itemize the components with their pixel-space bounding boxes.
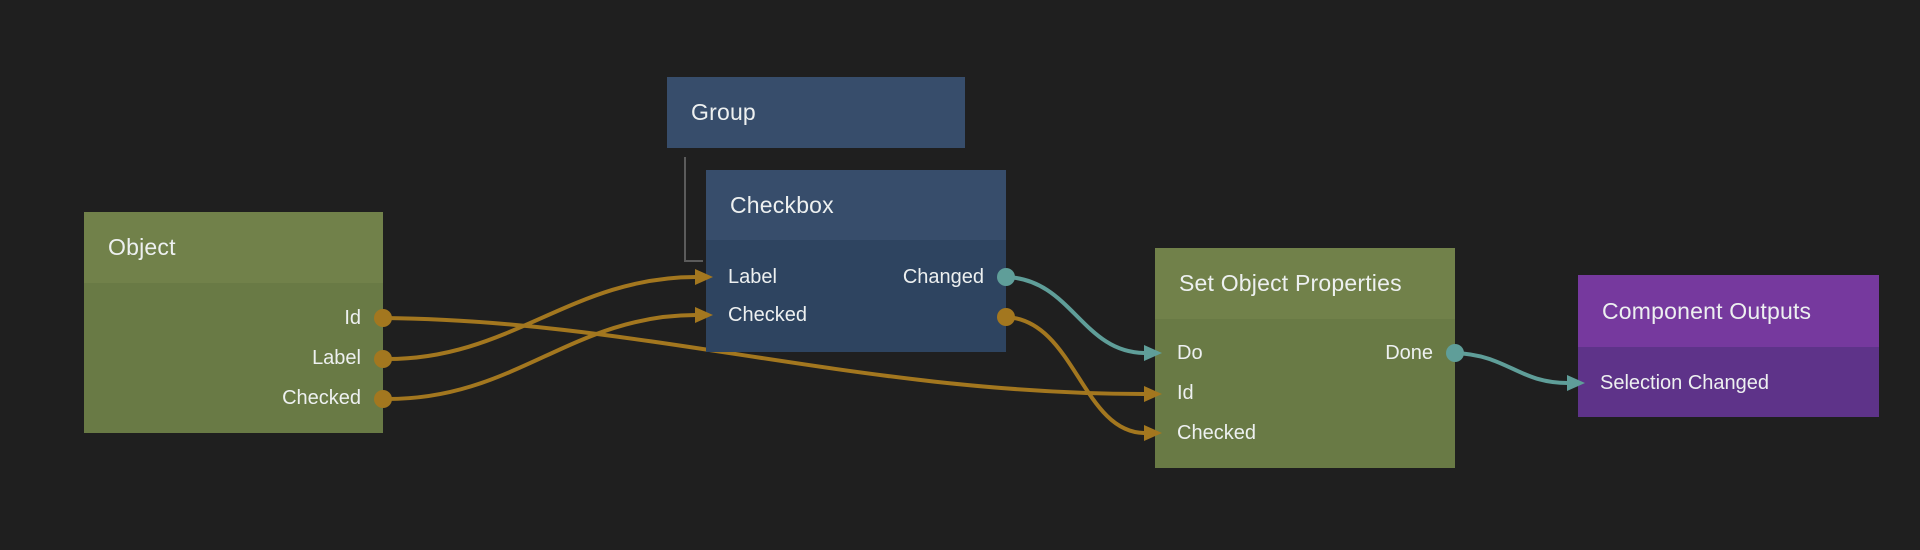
node-component-outputs-body: Selection Changed — [1578, 347, 1879, 417]
node-component-outputs[interactable]: Component Outputs Selection Changed — [1578, 275, 1879, 417]
output-port-label-id[interactable]: Id — [344, 306, 361, 329]
node-title: Object — [108, 234, 176, 260]
output-port-label-changed[interactable]: Changed — [902, 265, 984, 288]
node-object-header[interactable]: Object — [84, 212, 383, 283]
input-port-label-id[interactable]: Id — [1177, 381, 1194, 404]
port-row: Label — [84, 338, 383, 378]
node-group-header[interactable]: Group — [667, 77, 965, 148]
wire-checkbox-changed-to-setprops-do[interactable] — [1004, 275, 1147, 355]
output-port-label-checked[interactable]: Checked — [282, 386, 361, 409]
port-row: Id — [84, 298, 383, 338]
node-set-object-properties-body: Do Done Id Checked — [1155, 319, 1455, 468]
node-title: Set Object Properties — [1179, 270, 1402, 296]
node-set-object-properties-header[interactable]: Set Object Properties — [1155, 248, 1455, 319]
input-port-label-checked[interactable]: Checked — [1177, 421, 1256, 444]
port-row: Checked — [706, 296, 1006, 334]
input-port-label-selection-changed[interactable]: Selection Changed — [1600, 371, 1770, 394]
node-title: Checkbox — [730, 191, 834, 218]
port-row: Selection Changed — [1578, 363, 1879, 403]
wire-checkbox-checked-to-setprops-checked[interactable] — [1004, 315, 1147, 435]
wire-setprops-done-to-componentoutputs[interactable] — [1453, 351, 1570, 385]
port-row: Checked — [1155, 413, 1455, 453]
wire-object-checked-to-checkbox-checked[interactable] — [381, 313, 698, 402]
port-row: Label Changed — [706, 258, 1006, 296]
output-port-label-label[interactable]: Label — [312, 346, 361, 369]
port-row: Checked — [84, 378, 383, 418]
node-title: Component Outputs — [1602, 297, 1812, 324]
node-object-body: Id Label Checked — [84, 283, 383, 433]
node-set-object-properties[interactable]: Set Object Properties Do Done Id Checked — [1155, 248, 1455, 468]
port-row: Do Done — [1155, 333, 1455, 373]
group-checkbox-hierarchy-line — [684, 157, 703, 262]
input-port-label-do[interactable]: Do — [1177, 341, 1203, 364]
output-port-label-done[interactable]: Done — [1385, 341, 1433, 364]
node-checkbox-body: Label Changed Checked — [706, 240, 1006, 352]
wire-object-id-to-setprops-id[interactable] — [381, 316, 1147, 396]
node-title: Group — [691, 99, 756, 125]
node-checkbox-header[interactable]: Checkbox — [706, 170, 1006, 240]
node-group[interactable]: Group — [667, 77, 965, 148]
node-object[interactable]: Object Id Label Checked — [84, 212, 383, 433]
port-row: Id — [1155, 373, 1455, 413]
node-checkbox[interactable]: Checkbox Label Changed Checked — [706, 170, 1006, 352]
input-port-label-label[interactable]: Label — [728, 265, 777, 288]
node-component-outputs-header[interactable]: Component Outputs — [1578, 275, 1879, 347]
wire-object-label-to-checkbox-label[interactable] — [381, 275, 698, 362]
input-port-label-checked[interactable]: Checked — [728, 303, 807, 326]
